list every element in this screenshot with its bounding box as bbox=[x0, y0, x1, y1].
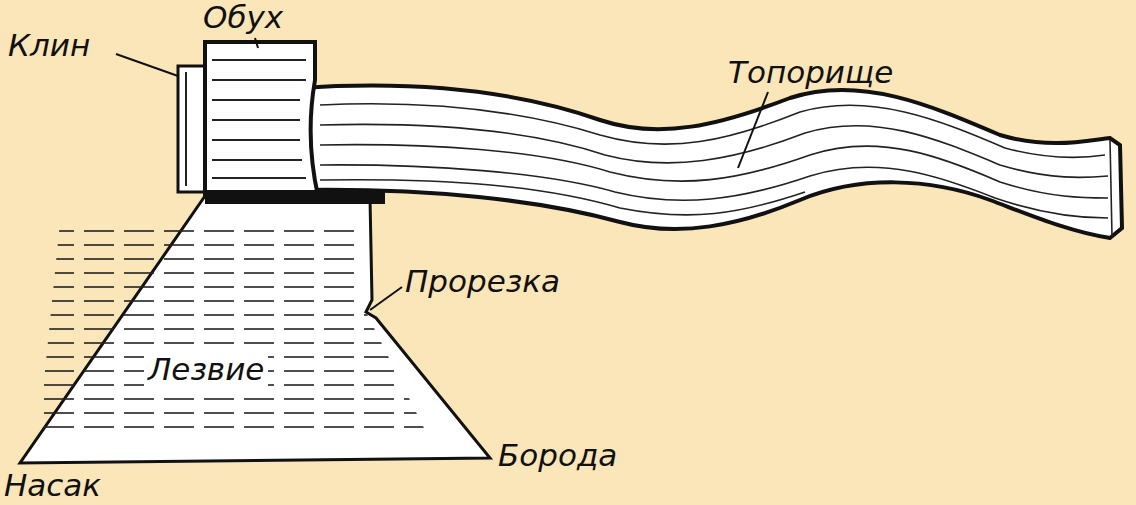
part-label: Обух bbox=[203, 0, 283, 34]
butt-shading bbox=[212, 60, 306, 178]
part-label: Лезвие bbox=[144, 352, 268, 386]
part-label: Насак bbox=[4, 468, 101, 502]
part-label: Клин bbox=[8, 28, 90, 62]
part-label: Борода bbox=[498, 438, 617, 472]
wood-grain bbox=[320, 104, 1112, 236]
blade-hatching bbox=[38, 222, 430, 440]
butt-base bbox=[205, 190, 385, 204]
blade bbox=[20, 196, 490, 463]
axe-butt bbox=[205, 42, 318, 196]
part-label: Прорезка bbox=[405, 264, 560, 298]
leader-lines bbox=[116, 38, 768, 310]
handle bbox=[300, 86, 1122, 238]
part-label: Топорище bbox=[728, 55, 893, 89]
